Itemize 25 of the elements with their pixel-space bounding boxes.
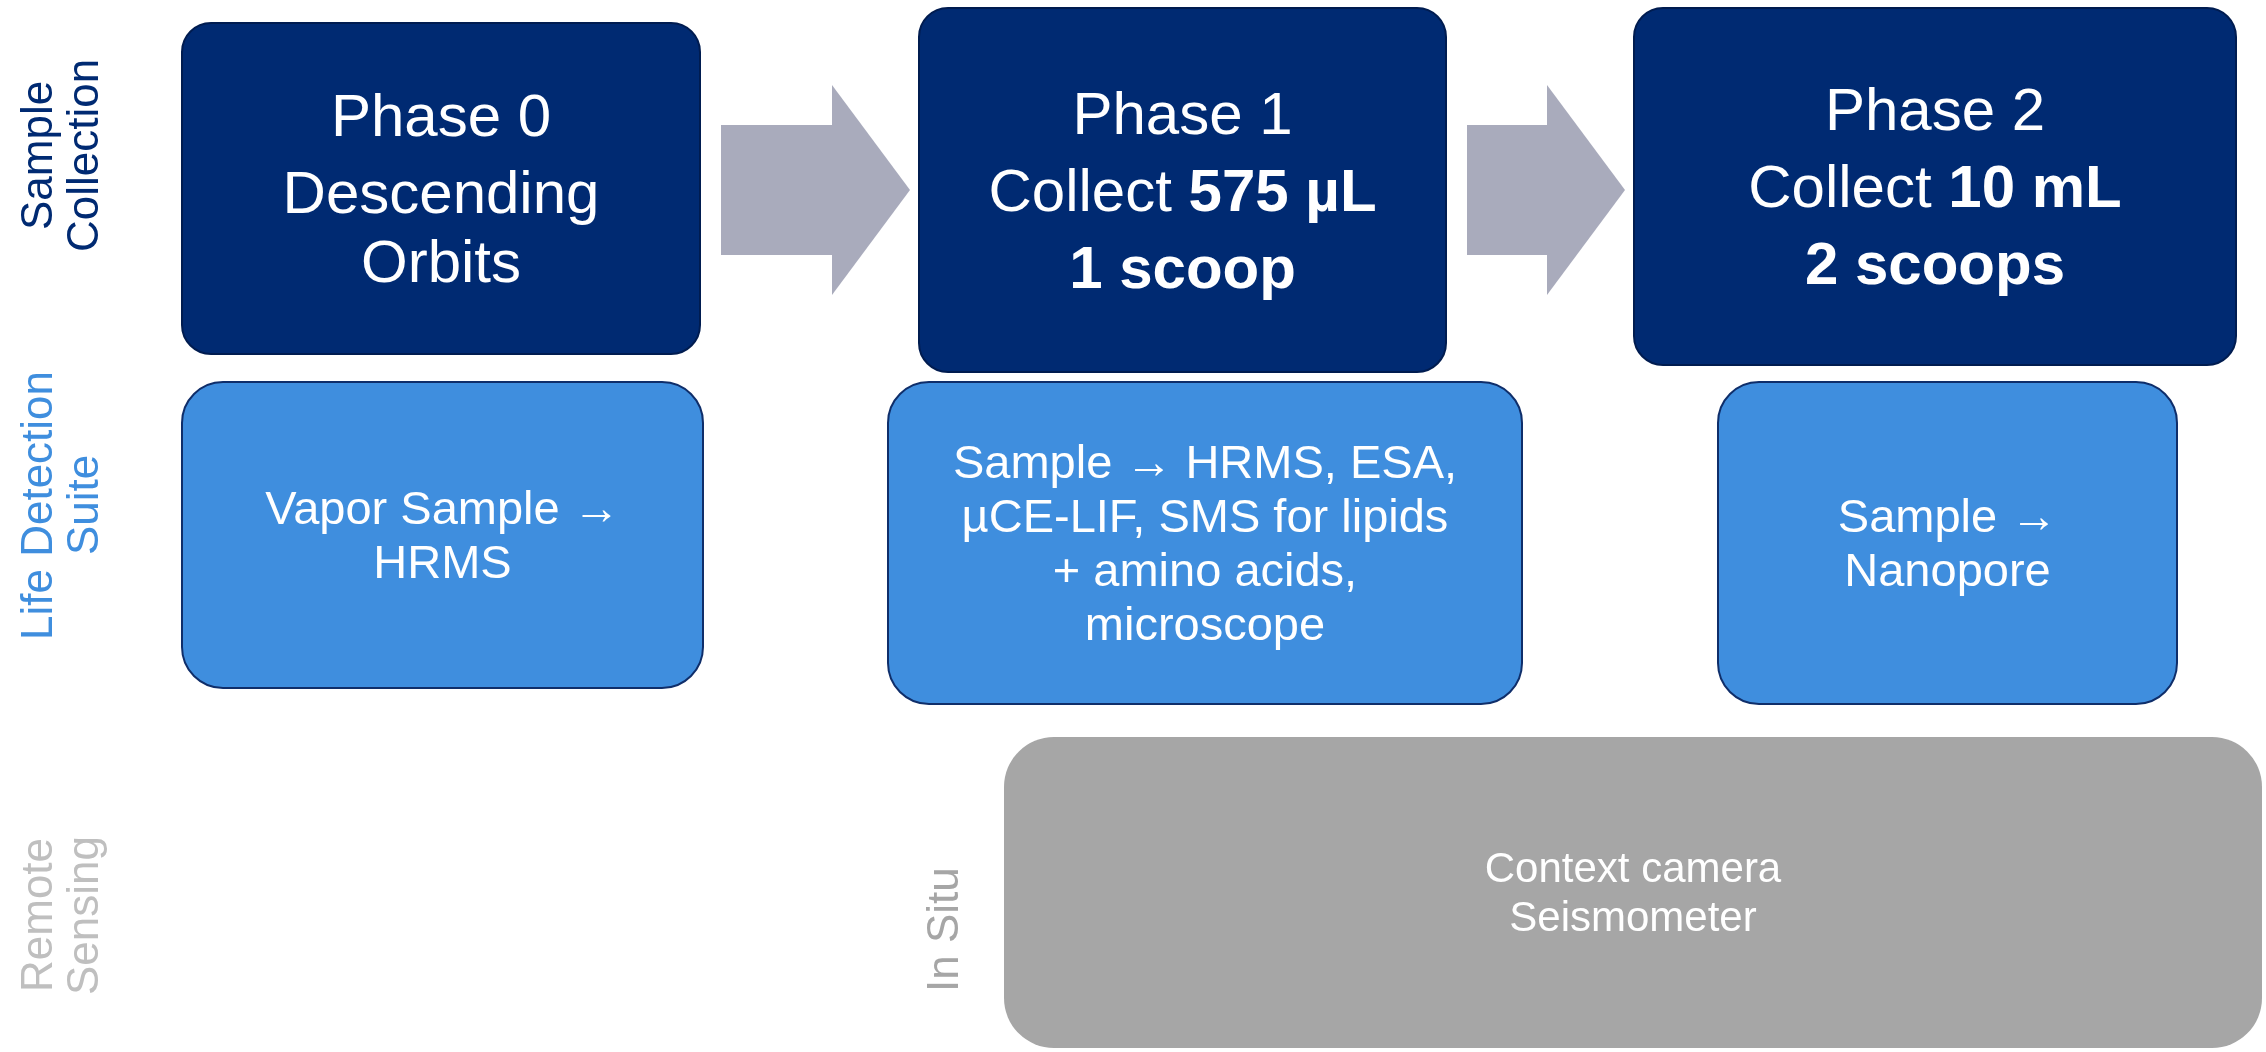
block-arrow bbox=[721, 85, 910, 295]
instrument-box bbox=[887, 381, 1523, 705]
phase-box bbox=[181, 22, 701, 355]
box-text: Vapor Sample → HRMS bbox=[264, 480, 621, 590]
phase-box bbox=[1633, 7, 2237, 366]
box-text: Context camera Seismometer bbox=[1483, 844, 1783, 941]
row-label: In Situ bbox=[920, 866, 968, 995]
box-text: Collect 10 mL bbox=[1748, 152, 2122, 221]
box-text: Sample → Nanopore bbox=[1836, 488, 2059, 598]
phase-title: Phase 1 bbox=[1072, 78, 1293, 148]
row-label: Life Detection Suite bbox=[14, 369, 109, 642]
row-label: Remote Sensing bbox=[14, 834, 109, 997]
box-text: 1 scoop bbox=[1069, 232, 1296, 302]
row-label: Sample Collection bbox=[14, 57, 109, 254]
box-text: Collect 575 µL bbox=[988, 155, 1377, 225]
instrument-box bbox=[181, 381, 704, 689]
box-text: 2 scoops bbox=[1804, 229, 2066, 298]
phase-title: Phase 0 bbox=[330, 81, 552, 150]
instrument-box bbox=[1717, 381, 2178, 705]
in-situ-box bbox=[1004, 737, 2262, 1048]
block-arrow bbox=[1467, 85, 1625, 295]
phase-title: Phase 2 bbox=[1824, 75, 2046, 144]
box-text: Descending Orbits bbox=[281, 158, 601, 296]
phase-box bbox=[918, 7, 1447, 373]
box-text: Sample → HRMS, ESA, µCE-LIF, SMS for lipids + amino acids, microscope bbox=[951, 434, 1459, 652]
